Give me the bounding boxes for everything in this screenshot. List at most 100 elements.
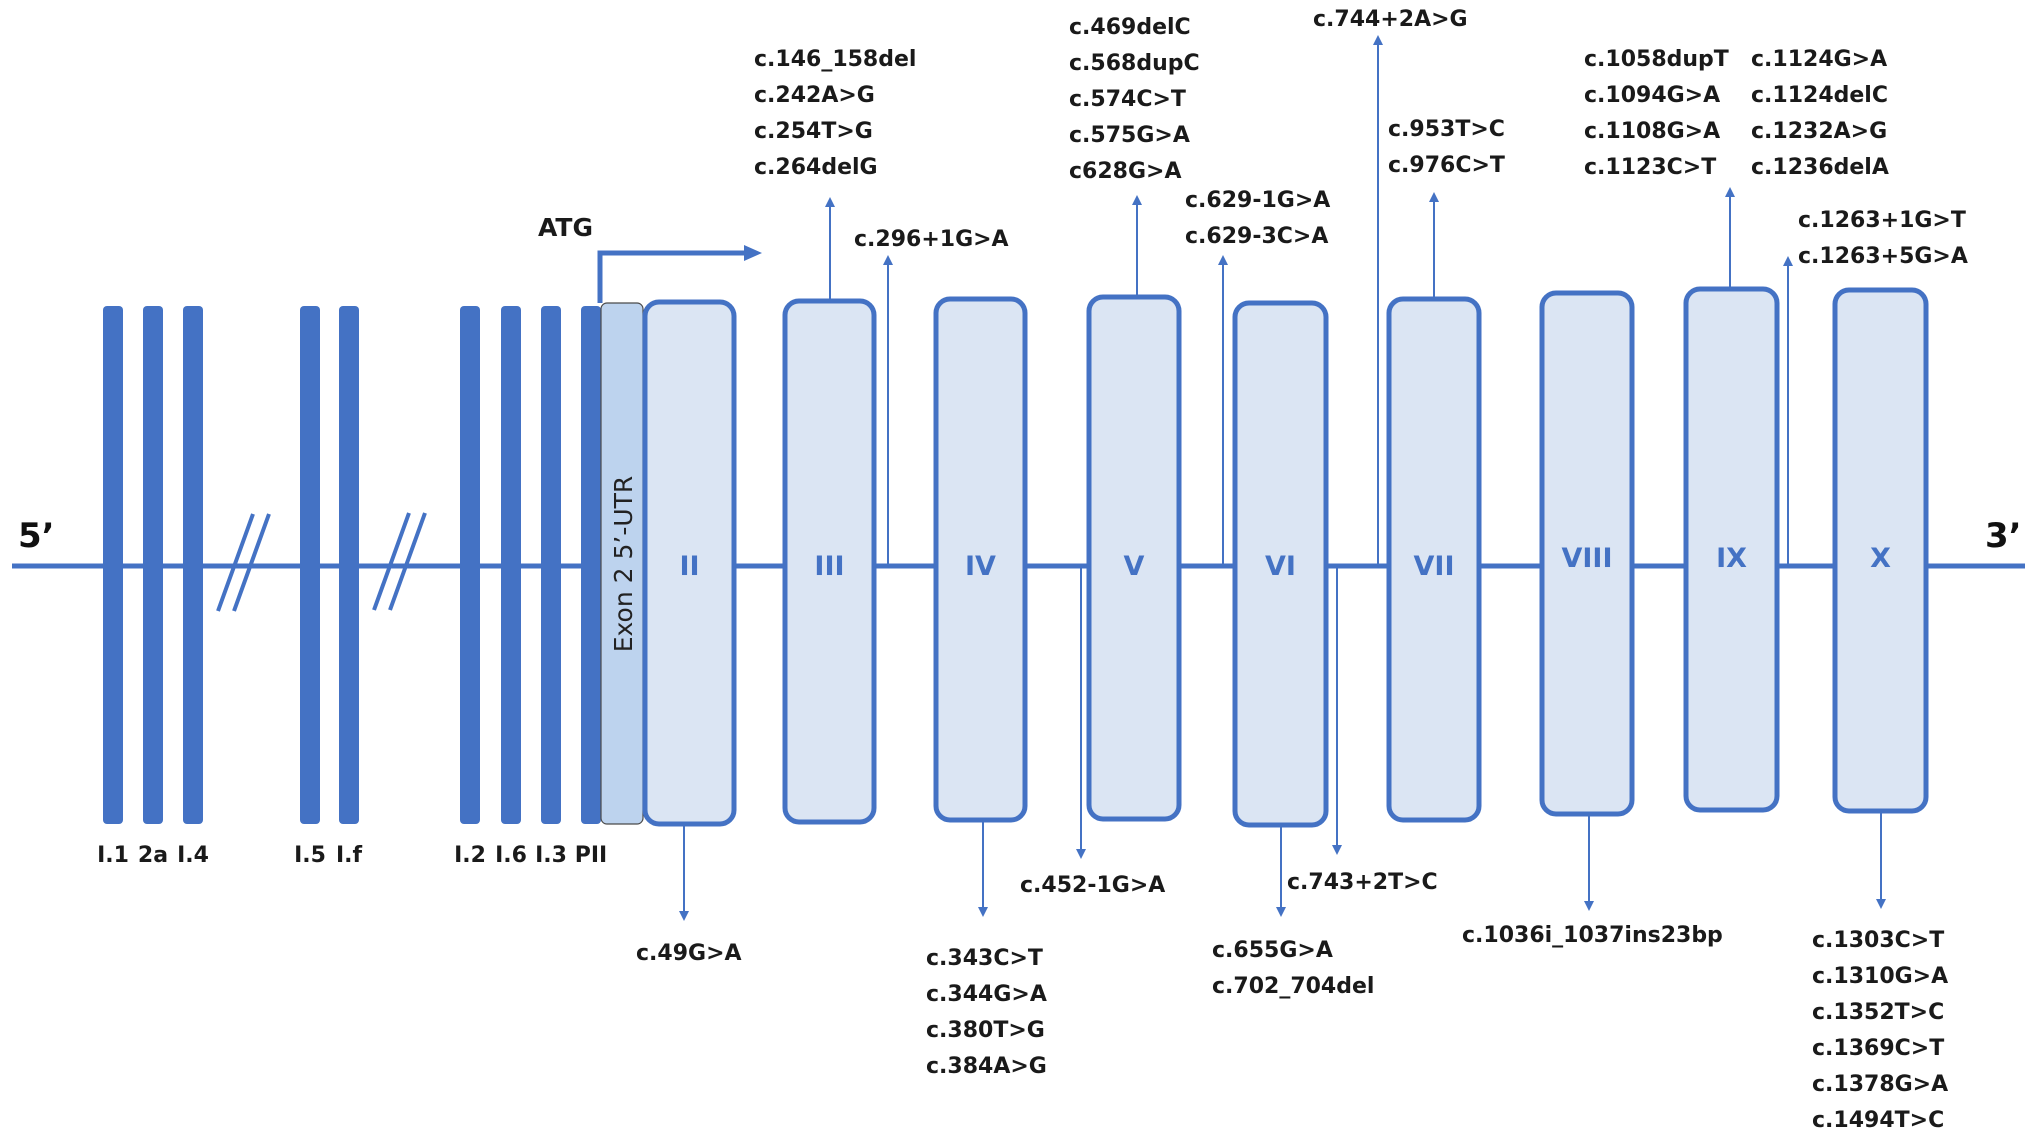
variant-label: c628G>A — [1069, 159, 1181, 184]
alt-exon-label: I.2 — [454, 843, 486, 868]
variant-label: c.655G>A — [1212, 938, 1333, 963]
alt-exon-bar — [501, 306, 521, 824]
variant-label: c.1232A>G — [1751, 119, 1887, 144]
atg-start-arrow — [597, 245, 762, 303]
variant-group-below: c.1303C>T c.1310G>A c.1352T>C c.1369C>T c.13… — [1812, 811, 1948, 1133]
exon-vii: VII — [1386, 296, 1482, 823]
alt-exon-i-1: I.1 — [97, 306, 129, 868]
variant-label: c.264delG — [754, 155, 878, 180]
variant-label: c.344G>A — [926, 982, 1047, 1007]
alt-exon-2a: 2a — [138, 306, 168, 868]
variant-label: c.254T>G — [754, 119, 873, 144]
variant-label: c.702_704del — [1212, 974, 1374, 999]
variant-group-below: c.343C>T c.344G>A c.380T>G c.384A>G — [926, 820, 1047, 1079]
exon-iii: III — [782, 298, 877, 825]
variant-label: c.469delC — [1069, 15, 1191, 40]
alt-exon-bar — [143, 306, 163, 824]
alt-exon-i-4: I.4 — [177, 306, 209, 868]
variant-annotations: c.146_158delc.242A>Gc.254T>Gc.264delGc.2… — [636, 7, 1968, 1133]
exon-x: X — [1832, 287, 1929, 814]
variant-label: c.1236delA — [1751, 155, 1889, 180]
alt-exon-bar — [581, 306, 601, 824]
exon-number-label: VIII — [1561, 543, 1612, 574]
exon-iv: IV — [933, 296, 1028, 823]
alt-exon-pii: PII — [575, 306, 607, 868]
exon-box — [1539, 290, 1635, 817]
exon-ix: IX — [1683, 286, 1780, 813]
alt-exon-bar — [103, 306, 123, 824]
alt-exon-label: I.5 — [294, 843, 326, 868]
exon-number-label: X — [1870, 543, 1891, 574]
exon-viii: VIII — [1539, 290, 1635, 817]
variant-label: c.1124delC — [1751, 83, 1888, 108]
variant-label: c.1369C>T — [1812, 1036, 1944, 1061]
alt-exon-i-3: I.3 — [535, 306, 567, 868]
exon-vi: VI — [1232, 300, 1329, 828]
atg-label: ATG — [538, 213, 593, 242]
alt-exon-i-2: I.2 — [454, 306, 486, 868]
variant-group-above: c.953T>C c.976C>T — [1388, 117, 1505, 299]
alt-exon-i-f: I.f — [336, 306, 363, 868]
alt-exon-bar — [460, 306, 480, 824]
exon-2-utr-label: Exon 2 5’-UTR — [609, 476, 638, 653]
variant-label: c.1263+5G>A — [1798, 244, 1968, 269]
variant-label: c.1494T>C — [1812, 1108, 1944, 1133]
alt-exon-label: I.4 — [177, 843, 209, 868]
variant-label: c.976C>T — [1388, 153, 1505, 178]
variant-label: c.1058dupT — [1584, 47, 1729, 72]
variant-label: c.574C>T — [1069, 87, 1186, 112]
alt-exon-label: I.f — [336, 843, 363, 868]
variant-label: c.146_158del — [754, 47, 916, 72]
exon-number-label: IX — [1716, 543, 1747, 574]
exon-box — [642, 299, 737, 827]
alt-exon-bar — [183, 306, 203, 824]
exon-v: V — [1086, 294, 1182, 822]
alt-exon-bar — [339, 306, 359, 824]
variant-label: c.953T>C — [1388, 117, 1505, 142]
variant-group-below: c.655G>A c.702_704del — [1212, 825, 1374, 999]
variant-group-above: c.469delC c.568dupC c.574C>T c.575G>A c628G>… — [1069, 15, 1200, 297]
exon-number-label: VII — [1414, 551, 1455, 582]
variant-label: c.452-1G>A — [1020, 873, 1165, 898]
exon-box — [1683, 286, 1780, 813]
variant-label: c.343C>T — [926, 946, 1043, 971]
variant-label: c.1378G>A — [1812, 1072, 1948, 1097]
alt-exon-label: I.1 — [97, 843, 129, 868]
variant-label: c.568dupC — [1069, 51, 1200, 76]
variant-label: c.380T>G — [926, 1018, 1045, 1043]
variant-label: c.1124G>A — [1751, 47, 1887, 72]
break-mark — [372, 512, 427, 611]
exon-number-label: II — [679, 551, 699, 582]
variant-group-above: c.296+1G>A — [854, 227, 1009, 566]
variant-label: c.575G>A — [1069, 123, 1190, 148]
variant-label: c.384A>G — [926, 1054, 1047, 1079]
exon-ii: II — [642, 299, 737, 827]
three-prime-label: 3’ — [1985, 516, 2022, 556]
variant-label: c.1263+1G>T — [1798, 208, 1966, 233]
alt-exon-bar — [541, 306, 561, 824]
variant-label: c.1352T>C — [1812, 1000, 1944, 1025]
alt-exon-label: I.3 — [535, 843, 567, 868]
variant-label: c.49G>A — [636, 941, 742, 966]
variant-label: c.1310G>A — [1812, 964, 1948, 989]
alt-exon-i-6: I.6 — [495, 306, 527, 868]
variant-group-below: c.1036i_1037ins23bp — [1462, 814, 1723, 948]
variant-label: c.1303C>T — [1812, 928, 1944, 953]
variant-label: c.629-1G>A — [1185, 188, 1330, 213]
exon-box — [933, 296, 1028, 823]
variant-label: c.743+2T>C — [1287, 870, 1438, 895]
variant-group-above: c.629-1G>A c.629-3C>A — [1185, 188, 1330, 566]
exon-number-label: IV — [965, 551, 996, 582]
five-prime-label: 5’ — [18, 516, 55, 556]
exon-number-label: III — [814, 551, 844, 582]
variant-label: c.1108G>A — [1584, 119, 1720, 144]
variant-label: c.1036i_1037ins23bp — [1462, 923, 1723, 948]
alt-exon-i-5: I.5 — [294, 306, 326, 868]
variant-group-above: c.1263+1G>T c.1263+5G>A — [1783, 208, 1968, 566]
alt-exon-label: 2a — [138, 843, 168, 868]
variant-label: c.629-3C>A — [1185, 224, 1328, 249]
